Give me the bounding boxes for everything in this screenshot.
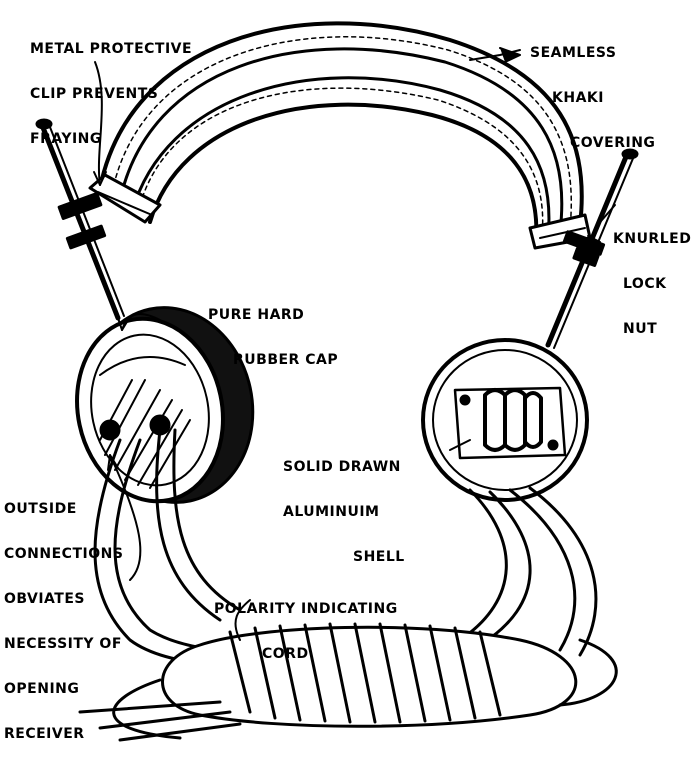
label-line: CONNECTIONS [4,547,123,562]
label-line: ALUMINUIM [283,505,405,520]
label-line: POLARITY INDICATING [214,602,398,617]
right-receiver [423,340,587,500]
label-line: OBVIATES [4,592,123,607]
label-line: LOCK [613,277,691,292]
label-rubber-cap: PURE HARD RUBBER CAP [208,278,338,383]
label-line: NUT [613,322,691,337]
label-line: PURE HARD [208,308,338,323]
label-line: OUTSIDE [4,502,123,517]
label-line: FRAYING [30,132,192,147]
label-line: KHAKI [530,91,655,106]
label-aluminium: SOLID DRAWN ALUMINUIM SHELL [283,430,405,580]
label-outside-connections: OUTSIDE CONNECTIONS OBVIATES NECESSITY O… [4,472,123,757]
label-seamless: SEAMLESS KHAKI COVERING [530,16,655,166]
label-line: RECEIVER [4,727,123,742]
label-line: SHELL [283,550,405,565]
label-line: OPENING [4,682,123,697]
label-line: CLIP PREVENTS [30,87,192,102]
label-line: SEAMLESS [530,46,655,61]
label-knurled: KNURLED LOCK NUT [613,202,691,352]
label-line: RUBBER CAP [208,353,338,368]
label-line: CORD [214,647,398,662]
label-line: METAL PROTECTIVE [30,42,192,57]
label-line: COVERING [530,136,655,151]
label-metal-clip: METAL PROTECTIVE CLIP PREVENTS FRAYING [30,12,192,162]
label-polarity: POLARITY INDICATING CORD [214,572,398,677]
label-line: NECESSITY OF [4,637,123,652]
label-line: SOLID DRAWN [283,460,405,475]
label-line: KNURLED [613,232,691,247]
